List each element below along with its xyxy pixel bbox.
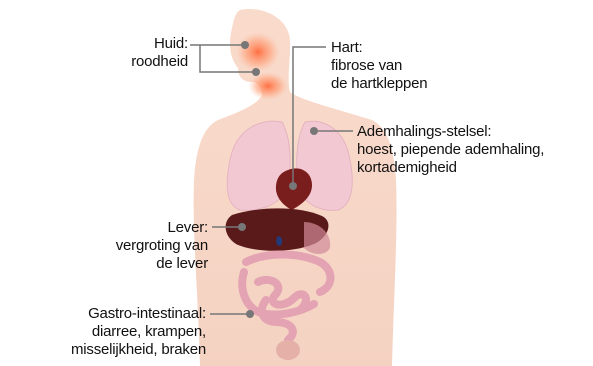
label-liver-desc-1: vergroting van [60, 237, 208, 255]
dot-respiratory [310, 127, 318, 135]
dot-gi [246, 310, 254, 318]
label-gi-title: Gastro-intestinaal: [0, 305, 206, 323]
bladder [276, 340, 300, 360]
label-heart-title: Hart: [331, 39, 427, 57]
face-redness [236, 32, 280, 72]
label-liver: Lever: vergroting van de lever [60, 219, 208, 273]
label-gi-desc-2: misselijkheid, braken [0, 341, 206, 359]
label-skin: Huid: roodheid [100, 35, 188, 71]
dot-liver [238, 223, 246, 231]
label-liver-desc-2: de lever [60, 255, 208, 273]
label-respiratory-title: Ademhalings-stelsel: [357, 123, 544, 141]
label-respiratory-desc-2: kortademigheid [357, 159, 544, 177]
label-skin-title: Huid: [100, 35, 188, 53]
label-respiratory-desc-1: hoest, piepende ademhaling, [357, 141, 544, 159]
label-heart-desc-2: de hartkleppen [331, 75, 427, 93]
label-skin-desc: roodheid [100, 53, 188, 71]
neck-redness [248, 72, 288, 100]
label-respiratory: Ademhalings-stelsel: hoest, piepende ade… [357, 123, 544, 177]
label-heart-desc-1: fibrose van [331, 57, 427, 75]
dot-skin-neck [252, 68, 260, 76]
label-liver-title: Lever: [60, 219, 208, 237]
dot-heart [289, 182, 297, 190]
dot-skin-face [241, 41, 249, 49]
label-heart: Hart: fibrose van de hartkleppen [331, 39, 427, 93]
label-gi-desc-1: diarree, krampen, [0, 323, 206, 341]
label-gi: Gastro-intestinaal: diarree, krampen, mi… [0, 305, 206, 359]
